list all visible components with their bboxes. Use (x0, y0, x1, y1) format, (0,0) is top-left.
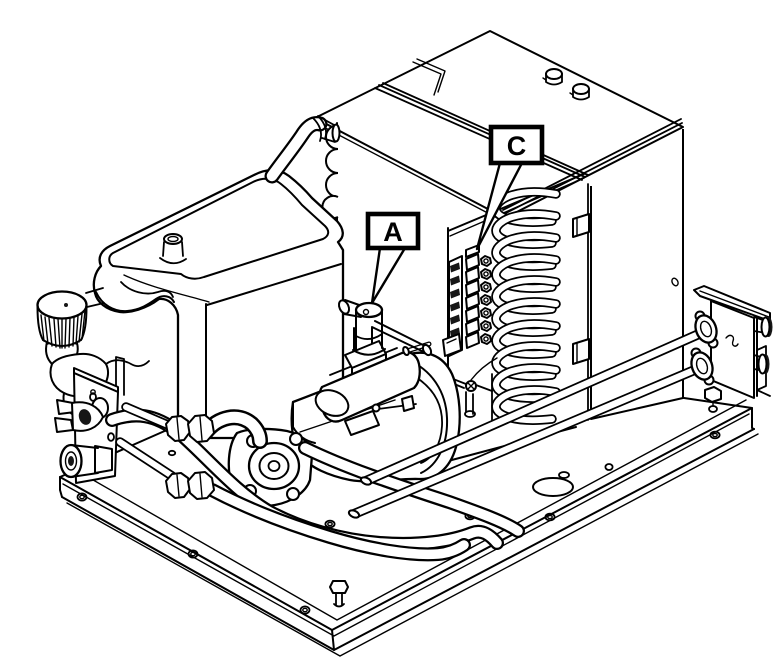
wing-fitting (54, 397, 109, 433)
pipe-fitting (690, 347, 770, 386)
callout-a-leader (370, 246, 407, 305)
box-top-face (314, 30, 684, 219)
tank-port (159, 233, 187, 265)
callout-c-letter: C (507, 131, 527, 161)
union-nut (165, 414, 215, 443)
box-latch-tab (572, 213, 590, 238)
left-bracket (54, 356, 125, 484)
water-pipes (347, 325, 711, 519)
base-pan (59, 397, 759, 657)
box-latch-tab (572, 338, 590, 365)
callout-a-letter: A (383, 217, 403, 247)
box-lid-slot (412, 58, 446, 96)
callout-c: C (475, 124, 545, 251)
callout-a-box (365, 211, 421, 251)
hose-unions (115, 402, 268, 500)
pump (227, 427, 314, 507)
callout-c-box (488, 124, 545, 166)
right-fittings (690, 285, 773, 413)
pipe-fitting (694, 310, 773, 349)
valve-handle (371, 320, 428, 353)
pan-bolt (329, 580, 349, 608)
lid-bolt (542, 68, 563, 86)
cylinder-fitting (59, 443, 113, 479)
tank-hose (264, 115, 341, 184)
service-valve (337, 299, 433, 357)
fitting-bracket-plate (710, 300, 755, 399)
knurl-lines (40, 310, 86, 349)
terminal-blocks (465, 253, 492, 349)
condenser-coil (491, 187, 561, 425)
lid-bolt (569, 83, 590, 101)
terminal-strip (442, 244, 492, 357)
pan-access-hole (532, 477, 574, 497)
compressor (290, 327, 461, 483)
callout-a: A (365, 211, 421, 305)
union-nut (165, 471, 215, 500)
